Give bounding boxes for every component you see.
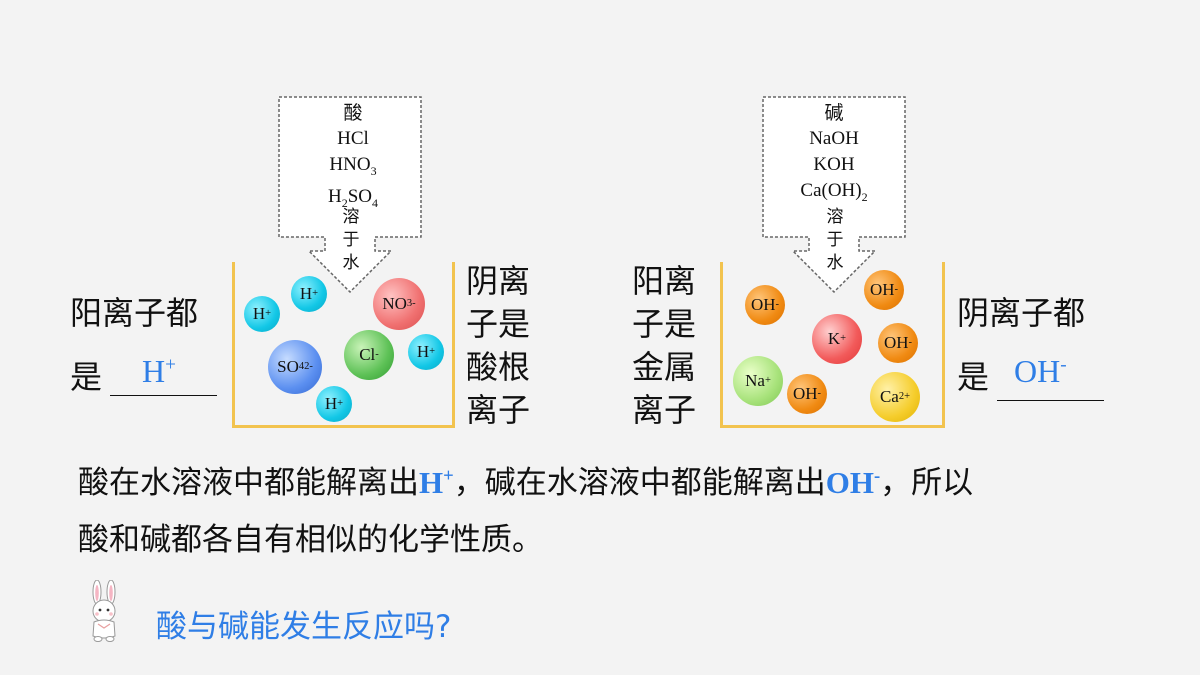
ion-h-4: H+ bbox=[316, 386, 352, 422]
ion-oh-3: OH- bbox=[878, 323, 918, 363]
base-callout-arrow-frame bbox=[762, 96, 906, 294]
base-callout: 碱 NaOH KOH Ca(OH)2 溶 于 水 bbox=[762, 96, 912, 296]
formula-naoh: NaOH bbox=[809, 128, 859, 149]
summary-line-2: 酸和碱都各自有相似的化学性质。 bbox=[78, 522, 543, 558]
acid-callout-arrow-frame bbox=[278, 96, 422, 294]
acid-cation-line1: 阳离子都 bbox=[70, 294, 199, 332]
summary-line-1: 酸在水溶液中都能解离出H+，碱在水溶液中都能解离出OH-，所以 bbox=[78, 465, 974, 501]
dissolve-char-2: 于 bbox=[826, 230, 844, 250]
ion-cl: Cl- bbox=[344, 330, 394, 380]
formula-hcl: HCl bbox=[337, 128, 369, 149]
ion-oh-4: OH- bbox=[787, 374, 827, 414]
ion-oh-1: OH- bbox=[745, 285, 785, 325]
summary-paragraph: 酸在水溶液中都能解离出H+，碱在水溶液中都能解离出OH-，所以 酸和碱都各自有相… bbox=[78, 454, 1138, 569]
acid-anion-text: 阴离 子是 酸根 离子 bbox=[466, 262, 531, 429]
acid-callout: 酸 HCl HNO3 H2SO4 溶 于 水 bbox=[278, 96, 428, 296]
ion-k: K+ bbox=[812, 314, 862, 364]
question-text: 酸与碱能发生反应吗? bbox=[156, 609, 452, 645]
dissolve-char-2: 于 bbox=[342, 230, 360, 250]
base-cation-text: 阳离 子是 金属 离子 bbox=[632, 262, 697, 429]
base-answer-underline bbox=[997, 400, 1104, 401]
dissolve-char-3: 水 bbox=[826, 253, 844, 273]
ion-h-2: H+ bbox=[291, 276, 327, 312]
acid-answer-underline bbox=[110, 395, 217, 396]
dissolve-char-1: 溶 bbox=[826, 207, 844, 227]
base-anion-line2: 是 bbox=[957, 358, 990, 396]
base-anion-answer: OH- bbox=[1014, 353, 1067, 389]
dissolve-char-3: 水 bbox=[342, 253, 360, 273]
acid-cation-line2: 是 bbox=[70, 358, 103, 396]
formula-hno3: HNO3 bbox=[329, 154, 377, 178]
formula-koh: KOH bbox=[813, 154, 855, 175]
base-title: 碱 bbox=[824, 102, 844, 124]
formula-caoh2: Ca(OH)2 bbox=[800, 180, 868, 204]
ion-na: Na+ bbox=[733, 356, 783, 406]
acid-title: 酸 bbox=[343, 102, 363, 124]
ion-oh-2: OH- bbox=[864, 270, 904, 310]
acid-beaker bbox=[232, 262, 455, 428]
base-beaker bbox=[720, 262, 945, 428]
dissolve-char-1: 溶 bbox=[342, 207, 360, 227]
base-anion-line1: 阴离子都 bbox=[957, 294, 1086, 332]
acid-cation-answer: H+ bbox=[142, 353, 176, 389]
ion-h-3: H+ bbox=[408, 334, 444, 370]
formula-h2so4: H2SO4 bbox=[327, 185, 379, 210]
rabbit-mascot-icon bbox=[92, 580, 116, 642]
ion-h-1: H+ bbox=[244, 296, 280, 332]
